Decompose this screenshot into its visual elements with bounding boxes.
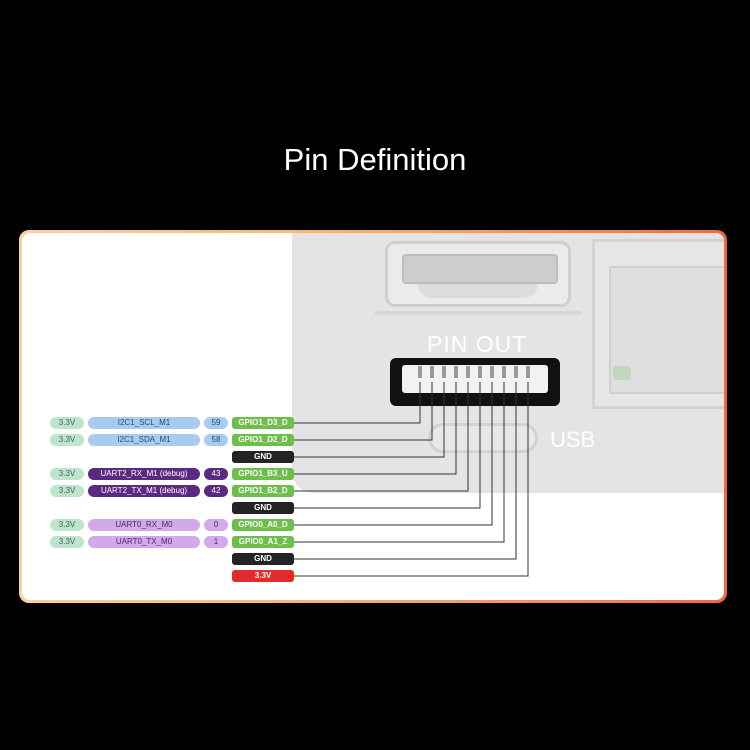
pin-name-gnd: GND — [232, 553, 294, 565]
function-label: UART0_TX_M0 — [88, 536, 200, 548]
usb-c-port-icon — [428, 423, 538, 453]
function-label: I2C1_SDA_M1 — [88, 434, 200, 446]
hdmi-socket — [402, 254, 558, 284]
ethernet-led-icon — [613, 366, 631, 380]
pin-wire — [294, 382, 481, 509]
connector-pin — [430, 366, 434, 378]
usb-label: USB — [550, 427, 596, 452]
pin-name-gnd: GND — [232, 502, 294, 514]
pin-wire — [294, 382, 529, 577]
pin-number: 59 — [204, 417, 228, 429]
pin-name-gpio: GPIO1_D3_D — [232, 417, 294, 429]
hdmi-port-icon — [385, 241, 571, 307]
connector-pin — [490, 366, 494, 378]
page-title: Pin Definition — [283, 142, 467, 177]
power-label: 3.3V — [50, 536, 84, 548]
pin-wire — [294, 382, 433, 441]
pin-name-gpio: GPIO1_D2_D — [232, 434, 294, 446]
power-label: 3.3V — [50, 485, 84, 497]
pin-number: 42 — [204, 485, 228, 497]
pin-out-label: PIN OUT — [427, 331, 528, 357]
power-label: 3.3V — [50, 417, 84, 429]
power-label: 3.3V — [50, 519, 84, 531]
connector-pin — [526, 366, 530, 378]
pin-name-gnd: GND — [232, 451, 294, 463]
pin-name-power: 3.3V — [232, 570, 294, 582]
pin-name-gpio: GPIO0_A1_Z — [232, 536, 294, 548]
pin-number: 58 — [204, 434, 228, 446]
connector-pin — [514, 366, 518, 378]
connector-pin — [418, 366, 422, 378]
power-label: 3.3V — [50, 468, 84, 480]
function-label: UART2_RX_M1 (debug) — [88, 468, 200, 480]
pin-number: 0 — [204, 519, 228, 531]
function-label: UART2_TX_M1 (debug) — [88, 485, 200, 497]
pin-wire — [294, 382, 517, 560]
diagram-panel: PIN OUT USB — [22, 233, 724, 600]
pin-name-gpio: GPIO1_B3_U — [232, 468, 294, 480]
pin-name-gpio: GPIO1_B2_D — [232, 485, 294, 497]
function-label: UART0_RX_M0 — [88, 519, 200, 531]
pin-wire — [294, 382, 493, 526]
connector-pin — [502, 366, 506, 378]
hdmi-shadow — [375, 311, 581, 315]
connector-pin — [442, 366, 446, 378]
pin-name-gpio: GPIO0_A0_D — [232, 519, 294, 531]
pin-wire — [294, 382, 445, 458]
connector-pin — [466, 366, 470, 378]
ethernet-port-icon — [592, 239, 724, 409]
pin-wire — [294, 382, 457, 475]
pin-wire — [294, 382, 469, 492]
pin-number: 1 — [204, 536, 228, 548]
power-label: 3.3V — [50, 434, 84, 446]
connector-pin — [478, 366, 482, 378]
hdmi-lip — [418, 284, 538, 298]
function-label: I2C1_SCL_M1 — [88, 417, 200, 429]
pin-number: 43 — [204, 468, 228, 480]
connector-housing — [402, 365, 548, 393]
connector-pin — [454, 366, 458, 378]
pin-wire — [294, 382, 505, 543]
pin-wire — [294, 382, 421, 424]
